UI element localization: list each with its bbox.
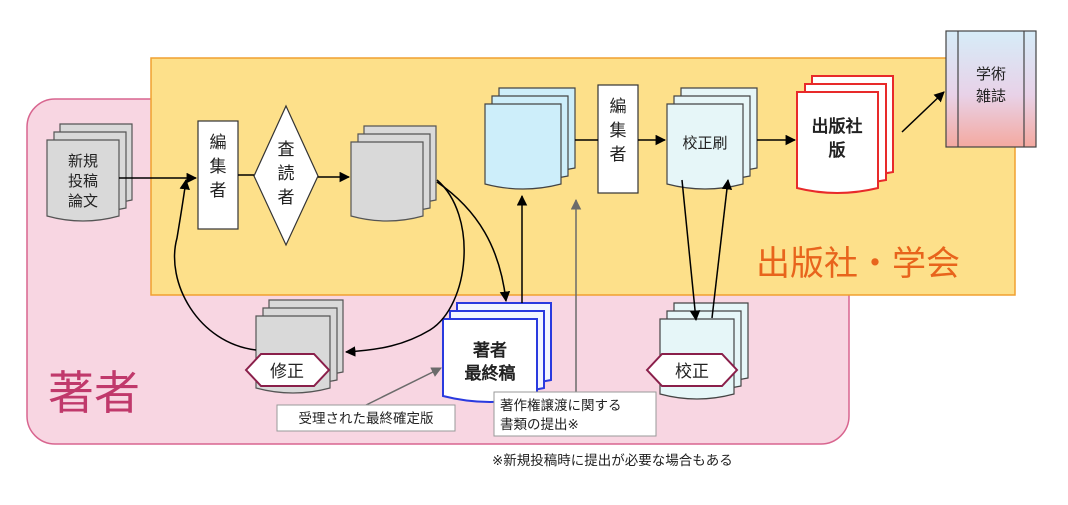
flow-arrows: [119, 91, 945, 357]
arrow-proofreading-to-proof: [711, 178, 733, 319]
arrow-doc-to-final: [436, 181, 511, 303]
proofreading-tag: 校正: [645, 353, 739, 387]
editor-box-1: 編集者: [197, 120, 239, 230]
author-final-label: 著者最終稿: [465, 340, 516, 384]
footnote: ※新規投稿時に提出が必要な場合もある: [492, 453, 733, 469]
publisher-region-label: 出版社・学会: [756, 244, 960, 284]
new-manuscript-label: 新規投稿論文: [68, 152, 98, 210]
author-final-doc: 著者最終稿: [442, 302, 552, 403]
correction-label: 修正: [270, 362, 304, 382]
arrow-proof-to-proofreading: [681, 179, 701, 322]
pointer-accepted-to-final: [355, 367, 442, 411]
new-manuscript-doc: 新規投稿論文: [46, 123, 133, 222]
journal-box: 学術雑誌: [945, 30, 1037, 148]
proof-doc: 校正刷: [666, 87, 758, 190]
callout-pointers: [355, 198, 582, 411]
correction-tag: 修正: [244, 353, 331, 387]
callout-copyright-docs: 著作権譲渡に関する書類の提出※: [493, 391, 657, 437]
callout-copyright-docs-label: 著作権譲渡に関する書類の提出※: [500, 397, 622, 433]
accepted-doc: [484, 87, 576, 190]
reviewer-hexagon: 査読者: [253, 104, 319, 247]
reviewed-doc: [350, 125, 437, 222]
publisher-version-doc: 出版社版: [796, 75, 894, 194]
publisher-version-label: 出版社版: [812, 116, 863, 161]
author-region-label: 著者: [48, 366, 140, 420]
editor-1-label: 編集者: [210, 133, 227, 201]
arrow-publisher-to-journal: [901, 91, 945, 133]
journal-label: 学術雑誌: [976, 65, 1006, 105]
callout-accepted-final: 受理された最終確定版: [276, 404, 456, 432]
arrow-correction-to-editor: [173, 178, 257, 351]
arrow-doc-to-correction: [344, 179, 465, 357]
proof-label: 校正刷: [682, 134, 727, 152]
editor-box-2: 編集者: [597, 84, 639, 194]
editor-2-label: 編集者: [610, 97, 627, 165]
proofreading-label: 校正: [675, 362, 709, 382]
callout-accepted-final-label: 受理された最終確定版: [299, 411, 434, 427]
reviewer-label: 査読者: [278, 140, 295, 208]
